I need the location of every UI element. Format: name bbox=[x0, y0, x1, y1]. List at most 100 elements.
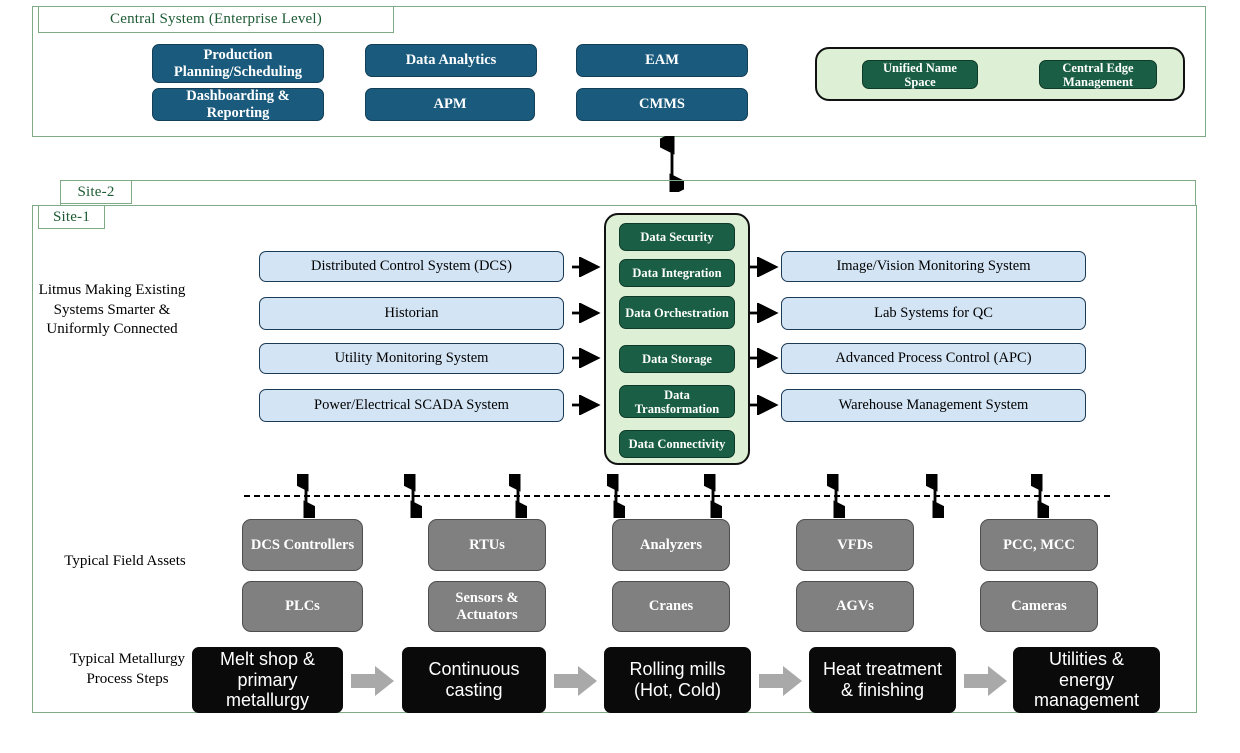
system-utility-monitoring[interactable]: Utility Monitoring System bbox=[259, 343, 564, 374]
asset-vfds[interactable]: VFDs bbox=[796, 519, 914, 571]
system-lab-qc[interactable]: Lab Systems for QC bbox=[781, 297, 1086, 330]
site2-tab: Site-2 bbox=[60, 180, 132, 204]
asset-label: AGVs bbox=[836, 598, 874, 615]
data-stack-label: Data Connectivity bbox=[628, 437, 726, 451]
app-label: APM bbox=[433, 96, 467, 113]
field-link-arrow-3 bbox=[509, 474, 527, 518]
system-label: Distributed Control System (DCS) bbox=[311, 258, 512, 275]
platform-unified-name-space[interactable]: Unified Name Space bbox=[862, 60, 978, 89]
data-integration-box[interactable]: Data Integration bbox=[619, 259, 735, 287]
site2-tab-label: Site-2 bbox=[77, 183, 115, 200]
system-label: Warehouse Management System bbox=[838, 397, 1029, 414]
app-label: EAM bbox=[645, 52, 679, 69]
asset-label: RTUs bbox=[469, 536, 505, 553]
central-system-tab: Central System (Enterprise Level) bbox=[38, 6, 394, 33]
data-storage-box[interactable]: Data Storage bbox=[619, 345, 735, 373]
field-link-arrow-4 bbox=[607, 474, 625, 518]
field-link-arrow-8 bbox=[1031, 474, 1049, 518]
central-system-tab-label: Central System (Enterprise Level) bbox=[110, 11, 322, 27]
field-link-arrow-7 bbox=[926, 474, 944, 518]
asset-cameras[interactable]: Cameras bbox=[980, 581, 1098, 632]
site1-tab: Site-1 bbox=[38, 205, 105, 229]
app-cmms[interactable]: CMMS bbox=[576, 88, 748, 121]
system-historian[interactable]: Historian bbox=[259, 297, 564, 330]
system-apc[interactable]: Advanced Process Control (APC) bbox=[781, 343, 1086, 374]
process-step-label: Melt shop & primary metallurgy bbox=[219, 648, 316, 711]
app-dashboarding-reporting[interactable]: Dashboarding & Reporting bbox=[152, 88, 324, 121]
central-to-site-arrow bbox=[660, 136, 684, 192]
platform-central-edge-management[interactable]: Central Edge Management bbox=[1039, 60, 1157, 89]
field-link-arrow-5 bbox=[704, 474, 722, 518]
app-label: CMMS bbox=[639, 96, 685, 113]
field-link-arrow-6 bbox=[827, 474, 845, 518]
field-link-arrow-1 bbox=[297, 474, 315, 518]
app-data-analytics[interactable]: Data Analytics bbox=[365, 44, 537, 77]
data-stack-label: Data Storage bbox=[642, 352, 712, 366]
asset-analyzers[interactable]: Analyzers bbox=[612, 519, 730, 571]
platform-label: Unified Name Space bbox=[883, 60, 957, 89]
asset-agvs[interactable]: AGVs bbox=[796, 581, 914, 632]
process-steps-row-label: Typical Metallurgy Process Steps bbox=[70, 651, 185, 687]
process-step-melt-shop[interactable]: Melt shop & primary metallurgy bbox=[192, 647, 343, 713]
asset-label: PCC, MCC bbox=[1003, 536, 1075, 553]
system-image-vision[interactable]: Image/Vision Monitoring System bbox=[781, 251, 1086, 282]
asset-rtus[interactable]: RTUs bbox=[428, 519, 546, 571]
asset-pcc-mcc[interactable]: PCC, MCC bbox=[980, 519, 1098, 571]
system-power-scada[interactable]: Power/Electrical SCADA System bbox=[259, 389, 564, 422]
data-stack-label: Data Security bbox=[640, 230, 714, 244]
app-label: Dashboarding & Reporting bbox=[186, 88, 290, 121]
system-dcs[interactable]: Distributed Control System (DCS) bbox=[259, 251, 564, 282]
asset-label: DCS Controllers bbox=[250, 536, 355, 553]
app-production-planning[interactable]: Production Planning/Scheduling bbox=[152, 44, 324, 83]
data-orchestration-box[interactable]: Data Orchestration bbox=[619, 296, 735, 329]
central-system-panel bbox=[32, 6, 1206, 137]
arrow-utility-to-platform bbox=[572, 348, 601, 368]
edge-boundary-dashed-line bbox=[244, 495, 1110, 497]
asset-cranes[interactable]: Cranes bbox=[612, 581, 730, 632]
field-assets-row-label: Typical Field Assets bbox=[64, 553, 186, 569]
process-step-label: Heat treatment & finishing bbox=[822, 659, 943, 700]
asset-label: Sensors & Actuators bbox=[455, 590, 519, 623]
litmus-row-label: Litmus Making Existing Systems Smarter &… bbox=[38, 282, 186, 337]
data-connectivity-box[interactable]: Data Connectivity bbox=[619, 430, 735, 458]
system-label: Image/Vision Monitoring System bbox=[836, 258, 1031, 275]
asset-label: Analyzers bbox=[639, 536, 702, 553]
data-stack-label: Data Transformation bbox=[634, 387, 720, 416]
data-security-box[interactable]: Data Security bbox=[619, 223, 735, 251]
process-arrow-1-icon bbox=[351, 666, 394, 696]
data-stack-label: Data Integration bbox=[632, 266, 722, 280]
system-label: Historian bbox=[384, 305, 439, 322]
field-link-arrow-2 bbox=[404, 474, 422, 518]
process-step-heat-treatment[interactable]: Heat treatment & finishing bbox=[809, 647, 956, 713]
asset-label: VFDs bbox=[837, 536, 873, 553]
asset-label: Cranes bbox=[648, 598, 694, 615]
process-step-continuous-casting[interactable]: Continuous casting bbox=[402, 647, 546, 713]
app-eam[interactable]: EAM bbox=[576, 44, 748, 77]
system-label: Utility Monitoring System bbox=[334, 350, 489, 367]
site1-tab-label: Site-1 bbox=[52, 208, 91, 225]
data-stack-label: Data Orchestration bbox=[625, 305, 729, 320]
process-arrow-4-icon bbox=[964, 666, 1007, 696]
process-step-label: Rolling mills (Hot, Cold) bbox=[629, 659, 726, 700]
app-apm[interactable]: APM bbox=[365, 88, 535, 121]
asset-plcs[interactable]: PLCs bbox=[242, 581, 363, 632]
system-label: Advanced Process Control (APC) bbox=[835, 350, 1032, 367]
asset-label: PLCs bbox=[285, 598, 320, 615]
asset-dcs-controllers[interactable]: DCS Controllers bbox=[242, 519, 363, 571]
system-label: Power/Electrical SCADA System bbox=[314, 397, 509, 414]
arrow-platform-to-apc bbox=[750, 348, 779, 368]
arrow-historian-to-platform bbox=[572, 303, 601, 323]
system-warehouse[interactable]: Warehouse Management System bbox=[781, 389, 1086, 422]
asset-sensors-actuators[interactable]: Sensors & Actuators bbox=[428, 581, 546, 632]
litmus-data-platform-well bbox=[604, 213, 750, 465]
arrow-scada-to-platform bbox=[572, 395, 601, 415]
process-arrow-2-icon bbox=[554, 666, 597, 696]
arrow-platform-to-lab-qc bbox=[750, 303, 779, 323]
process-step-utilities-energy[interactable]: Utilities & energy management bbox=[1013, 647, 1160, 713]
process-arrow-3-icon bbox=[759, 666, 802, 696]
process-step-rolling-mills[interactable]: Rolling mills (Hot, Cold) bbox=[604, 647, 751, 713]
data-transformation-box[interactable]: Data Transformation bbox=[619, 385, 735, 418]
system-label: Lab Systems for QC bbox=[874, 305, 993, 322]
arrow-dcs-to-platform bbox=[572, 257, 601, 277]
